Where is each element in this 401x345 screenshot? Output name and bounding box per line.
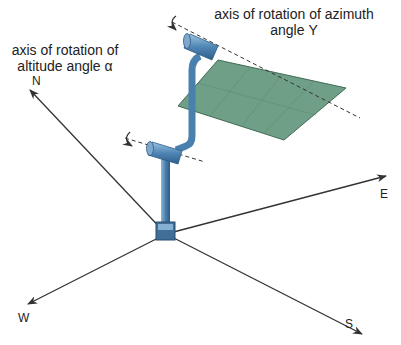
tracker-arm (176, 56, 200, 150)
tracker-post (156, 152, 175, 240)
direction-label: N (32, 73, 41, 89)
solar-panel (178, 60, 346, 140)
rotation-arrow (126, 16, 176, 146)
azimuth-motor (184, 34, 219, 61)
compass-axes (28, 90, 386, 334)
altitude-motor (147, 142, 183, 165)
axis-label: axis of rotation of altitude angle α (6, 42, 124, 74)
direction-label: E (380, 186, 388, 202)
direction-label: S (345, 316, 353, 332)
rotation-axis (125, 22, 360, 162)
axis-label: axis of rotation of azimuth angle Υ (214, 6, 374, 38)
direction-label: W (18, 310, 29, 326)
